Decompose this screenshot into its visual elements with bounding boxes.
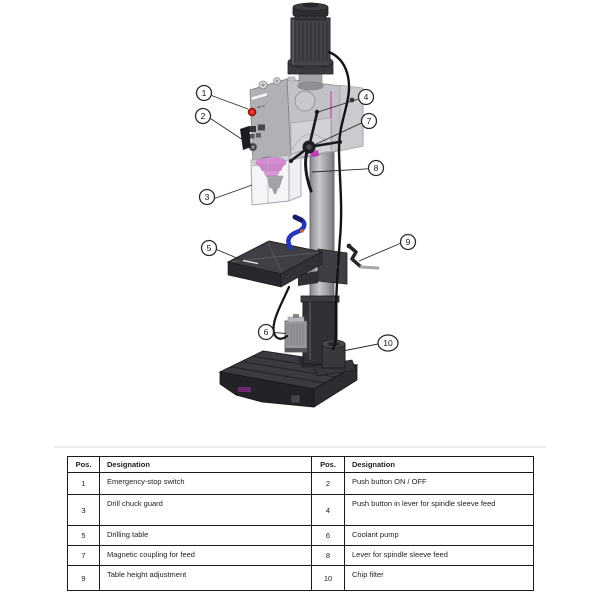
coolant-hose [286, 214, 307, 251]
pos-cell: 7 [67, 545, 100, 567]
callout-label: 8 [374, 163, 379, 173]
pos-cell: 3 [67, 494, 100, 527]
chuck-guard-side [288, 150, 302, 202]
pos-cell: 9 [67, 565, 100, 592]
pos-cell: 6 [311, 525, 345, 547]
callout-label: 4 [364, 92, 369, 102]
designation-cell: Drill chuck guard [99, 494, 312, 527]
motor [287, 2, 334, 91]
callout-label: 5 [207, 243, 212, 253]
chuck-guard-front [250, 154, 290, 206]
lever-push-button [314, 109, 320, 115]
machine-diagram: 1 2 3 4 5 6 7 8 9 [194, 2, 417, 408]
callout-8: 8 [311, 159, 385, 177]
table-height-crank [346, 243, 380, 270]
pos-cell: 8 [311, 545, 345, 567]
nameplate [250, 92, 268, 101]
callout-9: 9 [358, 233, 417, 262]
table-row: 7 Magnetic coupling for feed 8 Lever for… [67, 545, 534, 567]
callout-7: 7 [311, 112, 378, 147]
designation-cell: Magnetic coupling for feed [99, 545, 312, 567]
pos-cell: 1 [67, 472, 100, 496]
table-header-row: Pos. Designation Pos. Designation [67, 455, 534, 474]
callout-5: 5 [200, 239, 259, 265]
feed-lever [289, 109, 342, 193]
callout-label: 7 [367, 116, 372, 126]
feed-lever-rod [304, 149, 313, 193]
callout-label: 9 [406, 237, 411, 247]
designation-cell: Push button ON / OFF [344, 472, 534, 496]
coolant-pump [284, 314, 308, 353]
hose-nozzle-tip [300, 229, 304, 233]
control-display [249, 126, 256, 132]
table-bracket [317, 248, 348, 285]
designation-cell: Table height adjustment [99, 565, 312, 592]
header-pos-left: Pos. [67, 455, 100, 474]
header-designation-left: Designation [99, 455, 312, 474]
base-connector [290, 394, 301, 404]
callout-6: 6 [257, 323, 287, 341]
pos-cell: 4 [311, 494, 345, 527]
pos-cell: 2 [311, 472, 345, 496]
designation-cell: Push button in lever for spindle sleeve … [344, 494, 534, 527]
callout-4: 4 [317, 88, 375, 113]
table-row: 1 Emergency-stop switch 2 Push button ON… [67, 472, 534, 496]
table-row: 3 Drill chuck guard 4 Push button in lev… [67, 494, 534, 527]
designation-cell: Lever for spindle sleeve feed [344, 545, 534, 567]
callout-3: 3 [198, 184, 253, 206]
callout-label: 2 [201, 111, 206, 121]
power-cable [327, 50, 351, 351]
designation-cell: Chip filter [344, 565, 534, 592]
callout-label: 10 [383, 338, 393, 348]
callout-label: 6 [264, 327, 269, 337]
header-designation-right: Designation [344, 455, 534, 474]
callout-1: 1 [195, 84, 249, 110]
parts-table: Pos. Designation Pos. Designation 1 Emer… [67, 455, 534, 592]
designation-cell: Coolant pump [344, 525, 534, 547]
callout-2: 2 [194, 107, 250, 145]
chuck-guard-assembly [250, 150, 302, 206]
table-row: 5 Drilling table 6 Coolant pump [67, 525, 534, 547]
pos-cell: 10 [311, 565, 345, 592]
pos-cell: 5 [67, 525, 100, 547]
callout-label: 3 [205, 192, 210, 202]
designation-cell: Emergency-stop switch [99, 472, 312, 496]
callout-label: 1 [202, 88, 207, 98]
header-pos-right: Pos. [311, 455, 345, 474]
table-row: 9 Table height adjustment 10 Chip filter [67, 565, 534, 592]
chip-filter [312, 339, 357, 377]
figure-separator [54, 446, 546, 448]
brand-mark [238, 387, 251, 392]
belt-cover-circle [294, 90, 316, 112]
callout-10: 10 [342, 334, 399, 352]
control-display [258, 124, 265, 131]
designation-cell: Drilling table [99, 525, 312, 547]
